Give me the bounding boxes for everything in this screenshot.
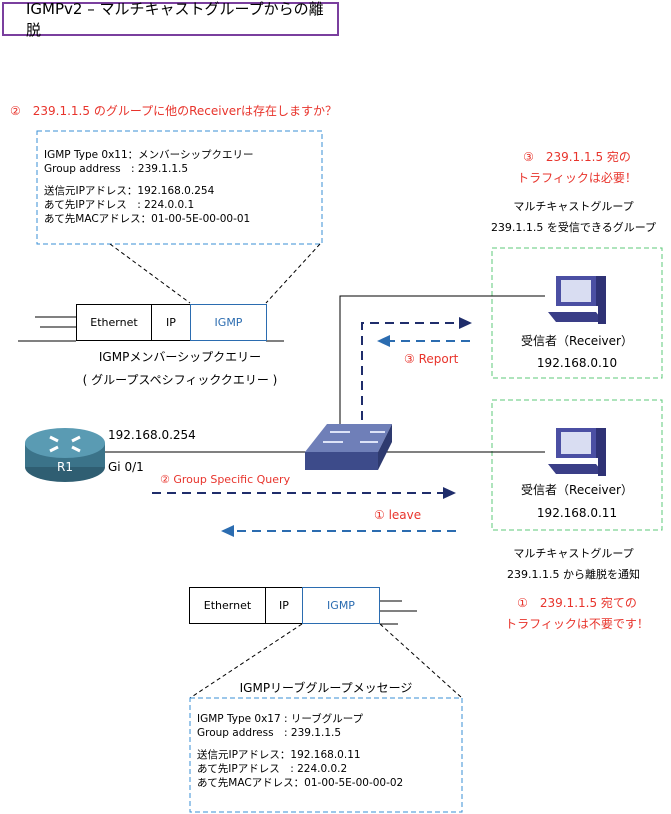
leave-callout-left [189, 623, 303, 699]
receiver-top-note-line2: トラフィックは必要！ [517, 171, 637, 185]
receiver-top-group-line2: 239.1.1.5 を受信できるグループ [490, 221, 657, 234]
receiver-group-top [491, 247, 663, 379]
leave-packet-box [189, 697, 463, 813]
pc-icon-receiver2 [548, 428, 606, 476]
receiver-bottom-note-line2: トラフィックは不要です！ [505, 617, 649, 631]
receiver-top-note-line1: ③ 239.1.1.5 宛の [523, 150, 631, 164]
gsq-arrow-head [443, 487, 456, 499]
receiver2-ip: 192.168.0.11 [536, 506, 618, 520]
router-icon [25, 428, 105, 482]
top-frame-ip: IP [151, 304, 191, 341]
leave-packet-line-dst: あて先IPアドレス : 224.0.0.2 [197, 763, 348, 775]
receiver-top-note: ③ 239.1.1.5 宛の トラフィックは必要！ [492, 148, 662, 186]
router-label: R1 [57, 460, 73, 474]
top-frame-igmp: IGMP [190, 304, 267, 341]
query-packet-line-type: IGMP Type 0x11：メンバーシップクエリー [44, 149, 254, 161]
receiver-bottom-note: ① 239.1.1.5 宛ての トラフィックは不要です！ [492, 594, 662, 632]
report-label: ③ Report [404, 352, 459, 366]
receiver-bottom-group-line2: 239.1.1.5 から離脱を通知 [507, 568, 640, 581]
bottom-frame-ip: IP [265, 587, 303, 624]
report-arrow-back-head [377, 335, 390, 347]
top-frame-ethernet: Ethernet [76, 304, 152, 341]
router-ip: 192.168.0.254 [108, 428, 196, 442]
query-packet-line-dst: あて先IPアドレス : 224.0.0.1 [44, 199, 195, 211]
query-callout-left [109, 243, 191, 304]
query-packet-line-group: Group address : 239.1.1.5 [44, 163, 189, 175]
leave-packet-line-type: IGMP Type 0x17 : リーブグループ [197, 713, 364, 725]
receiver1-name: 受信者（Receiver） [521, 334, 633, 348]
switch-link-receiver1 [339, 295, 545, 425]
page-title: IGMPv2 – マルチキャストグループからの離脱 [2, 0, 339, 39]
top-frame-caption-line1: IGMPメンバーシップクエリー [98, 350, 262, 364]
top-frame-caption-line2: ( グループスペシフィッククエリー ) [82, 373, 278, 387]
leave-packet-line-mac: あて先MACアドレス：01-00-5E-00-00-02 [197, 777, 404, 789]
query-packet-box [36, 130, 323, 245]
top-frame-caption: IGMPメンバーシップクエリー ( グループスペシフィッククエリー ) [60, 348, 300, 388]
receiver-bottom-note-line1: ① 239.1.1.5 宛ての [517, 596, 637, 610]
receiver-group-bottom [491, 399, 663, 531]
receiver-bottom-group: マルチキャストグループ 239.1.1.5 から離脱を通知 [476, 545, 671, 582]
leave-packet-details: IGMP Type 0x17 : リーブグループ Group address :… [197, 712, 403, 790]
query-packet-details: IGMP Type 0x11：メンバーシップクエリー Group address… [44, 148, 253, 226]
query-question: ② 239.1.1.5 のグループに他のReceiverは存在しますか？ [10, 104, 338, 118]
bottom-frame-igmp: IGMP [302, 587, 380, 624]
group-specific-query-label: ② Group Specific Query [160, 473, 291, 486]
leave-arrow-head [221, 525, 234, 537]
receiver-top-group: マルチキャストグループ 239.1.1.5 を受信できるグループ [476, 198, 671, 235]
receiver2-name: 受信者（Receiver） [521, 483, 633, 497]
switch-icon [305, 424, 392, 470]
bottom-frame-ethernet: Ethernet [189, 587, 266, 624]
pc-icon-receiver1 [548, 276, 606, 324]
router-interface: Gi 0/1 [108, 460, 144, 474]
report-arrow-up-head [459, 317, 472, 329]
report-arrow-up [361, 322, 460, 420]
query-callout-right [265, 243, 321, 304]
query-packet-line-src: 送信元IPアドレス：192.168.0.254 [44, 185, 215, 197]
query-packet-line-mac: あて先MACアドレス：01-00-5E-00-00-01 [44, 213, 251, 225]
leave-caption: IGMPリーブグループメッセージ [239, 681, 413, 695]
leave-packet-line-src: 送信元IPアドレス：192.168.0.11 [197, 749, 361, 761]
receiver-top-group-line1: マルチキャストグループ [513, 200, 634, 213]
leave-label: ① leave [374, 508, 422, 522]
receiver1-ip: 192.168.0.10 [536, 356, 618, 370]
leave-packet-line-group: Group address : 239.1.1.5 [197, 727, 342, 739]
receiver-bottom-group-line1: マルチキャストグループ [513, 547, 634, 560]
leave-callout-right [379, 623, 463, 699]
